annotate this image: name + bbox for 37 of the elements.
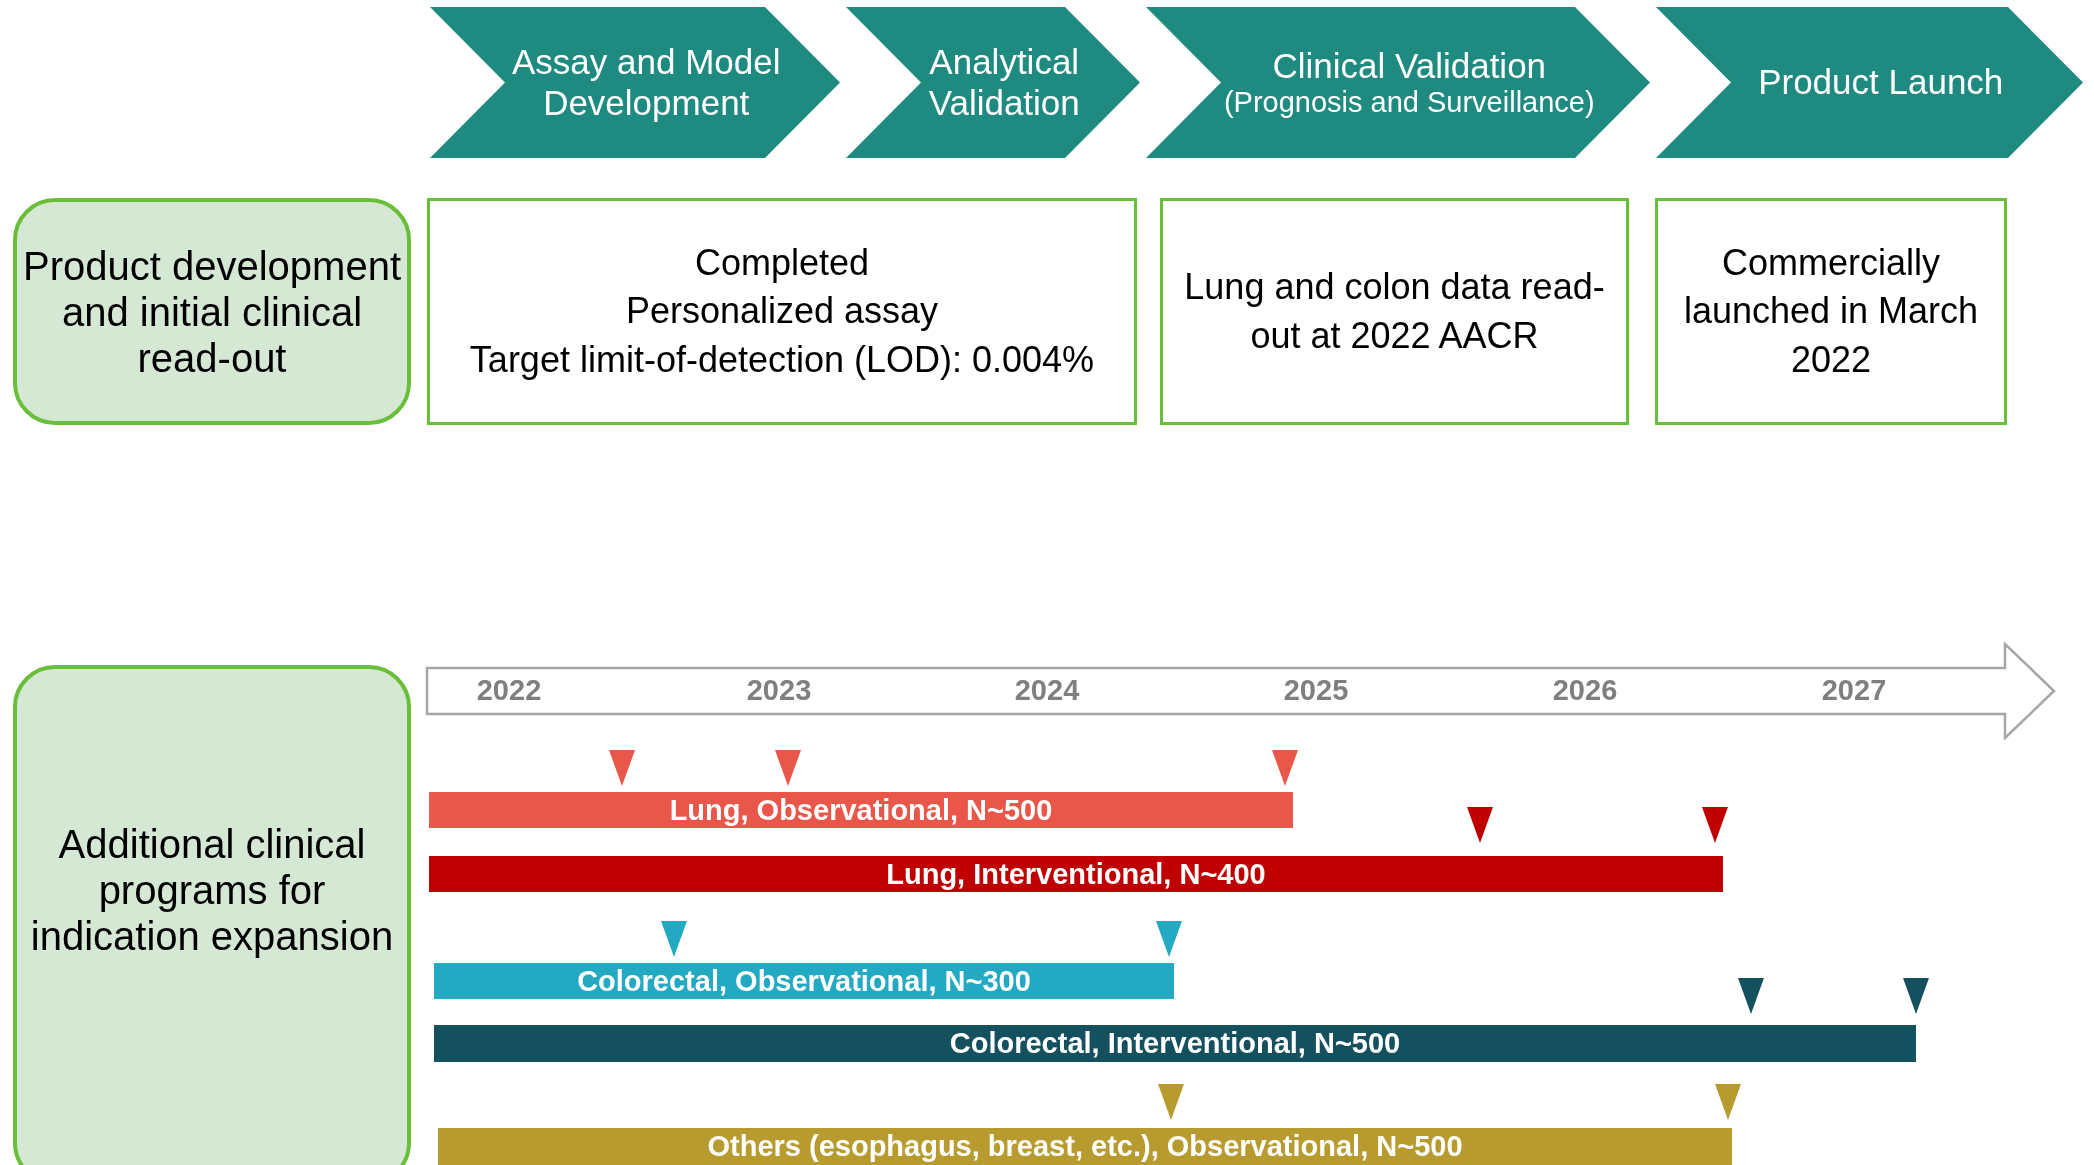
stage-label: Assay and Model Development (511, 42, 782, 123)
timeline-bar (434, 963, 1174, 999)
year-label: 2024 (1014, 674, 1080, 707)
phase-banner (1656, 7, 2083, 158)
stage-label: Clinical Validation (1272, 45, 1547, 86)
year-label: 2023 (746, 674, 812, 707)
box-text: Target limit-of-detection (LOD): 0.004% (469, 337, 1095, 382)
bar-label: Lung, Observational, N~500 (669, 793, 1053, 827)
stage-label: Analytical Validation (927, 42, 1081, 123)
box-text: Personalized assay (625, 289, 939, 334)
stage-label: (Prognosis and Surveillance) (1223, 85, 1595, 120)
phase-banner (1146, 7, 1650, 158)
year-label: 2026 (1552, 674, 1618, 707)
box-text: Lung and colon data read-out at 2022 AACR (1183, 264, 1606, 358)
year-label: 2027 (1821, 674, 1887, 707)
phase-banner (846, 7, 1140, 158)
stage-label: Product Launch (1758, 62, 2004, 103)
timeline-bar (434, 1025, 1916, 1062)
year-label: 2025 (1283, 674, 1349, 707)
milestone-box (427, 198, 1137, 425)
milestone-box (1160, 198, 1629, 425)
timeline-bar (429, 792, 1293, 828)
panel-label: Additional clinical programs for indication expansion (29, 821, 395, 959)
milestone-box (1655, 198, 2007, 425)
box-text: Commercially launched in March 2022 (1682, 240, 1980, 382)
bar-label: Lung, Interventional, N~400 (886, 857, 1266, 891)
timeline-bar (438, 1128, 1732, 1165)
year-label: 2022 (476, 674, 542, 707)
box-text: Completed (694, 240, 870, 285)
category-panel (13, 665, 411, 1165)
bar-label: Colorectal, Interventional, N~500 (949, 1027, 1401, 1060)
timeline-bar (429, 856, 1723, 892)
category-panel (13, 198, 411, 425)
bar-label: Colorectal, Observational, N~300 (577, 964, 1031, 998)
phase-banner (430, 7, 840, 158)
bar-label: Others (esophagus, breast, etc.), Observational, N~500 (707, 1130, 1463, 1163)
panel-label: Product development and initial clinical read-out (22, 242, 402, 381)
